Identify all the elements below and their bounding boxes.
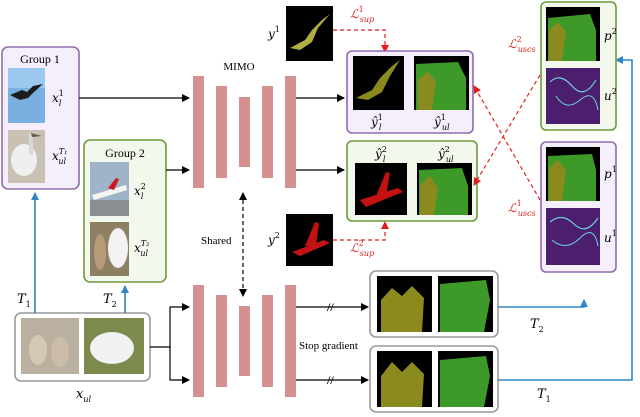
input-arrow-bottom-lower — [169, 347, 190, 384]
loss-sup2-arrow — [333, 221, 389, 241]
heron-photo — [8, 130, 45, 183]
loss-sup1-arrow — [333, 29, 389, 53]
right-panel-1: p1 u1 — [540, 141, 617, 273]
pred-yl1-image — [353, 56, 404, 110]
loss-uscs1-arrow — [473, 85, 541, 201]
pred-yl2-image — [355, 163, 407, 215]
plane-photo — [90, 162, 129, 216]
shared-label: Shared — [201, 235, 232, 247]
goat-solo-photo — [84, 318, 144, 374]
y2-label: y2 — [267, 231, 280, 247]
mimo-network-top — [193, 76, 296, 188]
stop-pred-lower-a — [377, 351, 432, 407]
pred-yul2-image — [417, 163, 472, 215]
stop-output-box-lower — [369, 345, 499, 413]
gt-y1-image — [286, 6, 333, 61]
t1-right-arrow — [498, 56, 633, 381]
t2-right-arrow — [498, 299, 588, 308]
heron-pair-photo — [21, 318, 79, 374]
p2-label: p2 — [604, 27, 617, 43]
group-1-title: Group 1 — [20, 52, 60, 66]
goat-photo — [90, 222, 129, 276]
t1-label: T1 — [17, 292, 31, 309]
stop-gradient-label: Stop gradient — [299, 340, 358, 352]
stop-pred-upper-a — [377, 276, 432, 332]
u2-label: u2 — [604, 87, 617, 103]
right-panel-2: p2 u2 — [540, 1, 617, 131]
u1-image — [546, 208, 600, 265]
pred-yul1-image — [414, 56, 469, 110]
mimo-network-bottom — [193, 285, 296, 397]
input-arrow-bottom-upper — [150, 303, 190, 348]
loss-uscs2-arrow — [473, 74, 541, 186]
x-ul-label: xul — [76, 387, 91, 404]
t2-label: T2 — [103, 292, 117, 309]
u1-label: u1 — [604, 229, 617, 245]
t2-right-label: T2 — [530, 317, 544, 334]
stop-pred-upper-b — [438, 276, 493, 332]
group-2-title: Group 2 — [105, 146, 145, 160]
p2-image — [546, 7, 600, 61]
gt-y2-image — [286, 214, 333, 266]
u2-image — [546, 68, 600, 124]
y1-label: y1 — [267, 25, 280, 41]
mimo-label: MIMO — [223, 61, 254, 73]
stop-output-box-upper — [369, 270, 499, 338]
stop-mark-lower: // — [326, 373, 334, 387]
bird-photo — [8, 68, 45, 123]
t1-right-label: T1 — [537, 387, 551, 404]
stop-mark-upper: // — [326, 300, 334, 314]
p1-label: p1 — [604, 165, 617, 181]
unlabeled-input-box — [14, 312, 151, 382]
p1-image — [546, 147, 600, 201]
stop-pred-lower-b — [438, 351, 493, 407]
